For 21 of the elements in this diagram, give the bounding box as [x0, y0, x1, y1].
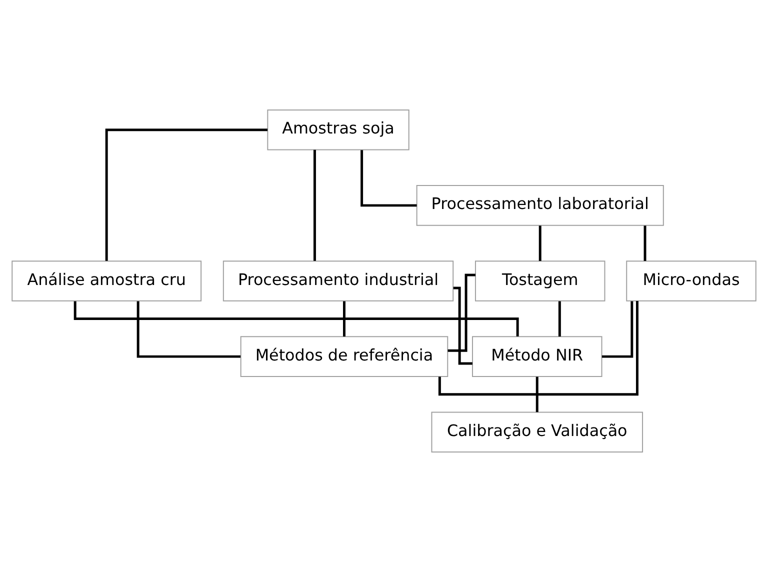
node-box: Processamento industrial	[222, 260, 454, 301]
node-box: Tostagem	[474, 260, 606, 301]
connector	[538, 225, 542, 260]
connector	[558, 300, 561, 336]
node-box: Micro-ondas	[626, 260, 756, 301]
connector	[448, 273, 476, 352]
connector	[105, 128, 268, 260]
node-box: Métodos de referência	[240, 336, 448, 376]
node-box: Método NIR	[472, 336, 602, 376]
node-box: Calibração e Validação	[431, 411, 644, 452]
node-box: Amostras soja	[267, 108, 410, 150]
node-box: Processamento laboratorial	[416, 184, 664, 226]
connector	[453, 286, 472, 364]
connector	[136, 300, 241, 358]
connector	[602, 300, 634, 358]
connector	[644, 225, 646, 260]
connector	[536, 376, 538, 412]
connector	[342, 300, 346, 336]
connector	[360, 150, 417, 206]
connector	[313, 149, 316, 260]
node-box: Análise amostra cru	[12, 260, 202, 301]
